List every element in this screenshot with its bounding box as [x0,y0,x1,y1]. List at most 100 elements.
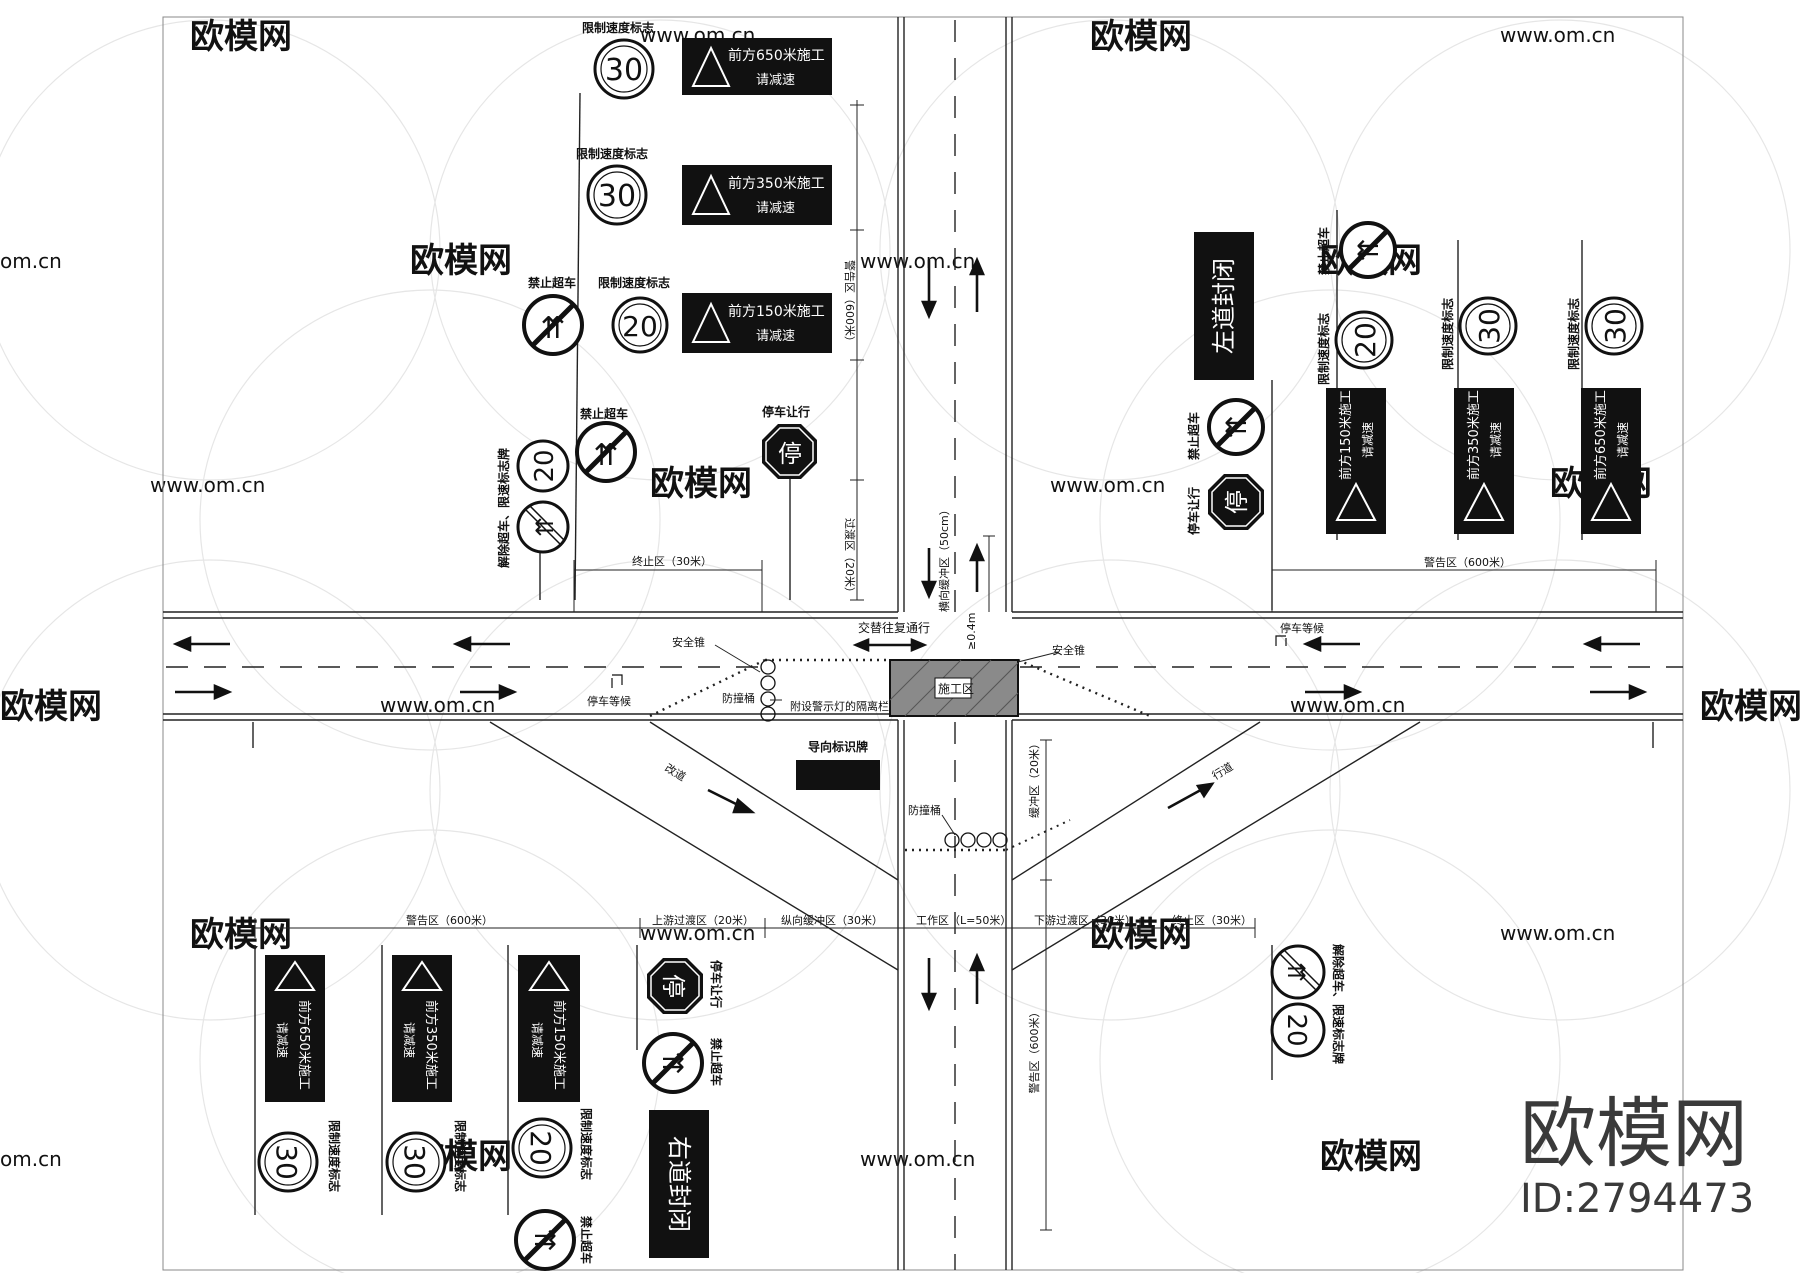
slow-down-text: 请减速 [402,1022,416,1058]
speed-limit-sign: 30 [385,1131,447,1193]
no-overtaking-sign: ⇈ [1339,221,1397,279]
construction-zone-label: 施工区 [938,682,974,696]
arrow-icon [172,636,230,652]
speed-limit-value: 30 [605,53,643,88]
speed-limit-value: 30 [398,1144,431,1180]
alternate-pass-label: 交替往复通行 [858,620,930,635]
arrow-icon [969,256,985,312]
no-overtaking-sign: ⇈ [575,421,637,483]
slow-down-text: 请减速 [756,73,795,88]
watermark-brand: 欧模网 [410,241,512,281]
construction-warning-board: 前方650米施工 请减速 [682,38,832,95]
brand-watermark: 欧模网 ID:2794473 [1520,1089,1754,1222]
warning-text: 前方650米施工 [728,47,825,64]
speed-limit-label: 限制速度标志 [1566,298,1581,370]
right-lane-closed-board: 右道封闭 [649,1110,709,1258]
speed-limit-value: 30 [1599,308,1632,344]
no-overtaking-sign: ⇈ [514,1209,576,1271]
road-lines [162,16,1684,1271]
barrier-barrels [760,659,1008,848]
construction-warning-board: 前方350米施工 请减速 [1454,388,1514,534]
end-zone-label: 终止区（30米） [1172,913,1252,927]
construction-warning-board: 前方350米施工 请减速 [682,165,832,225]
arrow-icon [1582,636,1640,652]
no-overtaking-sign: ⇈ [1207,398,1265,456]
end-no-overtaking-sign: ⇈ [1270,944,1326,1000]
no-overtaking-sign: ⇈ [642,1032,704,1094]
nw-sign-group: 限制速度标志 30 前方650米施工 请减速 限制速度标志 30 前方350米施… [496,20,832,568]
watermark-site-short: om.cn [0,1147,62,1171]
construction-warning-board: 前方150米施工 请减速 [1326,388,1386,534]
speed-limit-sign: 20 [1334,310,1394,370]
stop-sign-char: 停 [778,440,802,468]
stop-sign: 停 [1208,474,1264,530]
arrow-icon [460,684,518,700]
right-closed-text: 右道封闭 [665,1136,693,1232]
dimension-lines [254,100,1657,1231]
warning-text: 前方350米施工 [423,1000,439,1090]
stop-yield-label: 停车让行 [762,404,810,419]
watermark-brand: 欧模网 [1090,17,1192,57]
watermark-site: www.om.cn [1500,23,1615,47]
speed-limit-label: 限制速度标志 [579,1108,594,1180]
watermark-site: www.om.cn [860,249,975,273]
arrow-icon [452,636,510,652]
speed-limit-label: 限制速度标志 [453,1120,468,1192]
arrow-icon [921,548,937,600]
watermark-brand: 欧模网 [650,464,752,504]
speed-limit-value: 20 [1349,322,1382,358]
no-overtaking-sign: ⇈ [522,294,584,356]
stop-sign: 停 [762,424,817,479]
speed-limit-sign: 30 [593,38,655,100]
warning-zone-label: 警告区（600米） [1424,555,1511,569]
end-zone-label: 终止区（30米） [632,554,712,568]
speed-limit-value: 20 [524,1130,557,1166]
lateral-buffer-label: 横向缓冲区（50cm） [937,504,951,612]
slow-down-text: 请减速 [275,1022,289,1058]
no-overtaking-label: 禁止超车 [709,1038,724,1086]
no-overtaking-label: 禁止超车 [528,275,576,290]
arrow-icon [969,542,985,592]
speed-limit-value: 30 [1473,308,1506,344]
slow-down-text: 请减速 [1616,422,1630,458]
slow-down-text: 请减速 [530,1022,544,1058]
barrier-label: 防撞桶 [908,803,941,817]
watermark-brand: 欧模网 [1090,915,1192,955]
slow-down-text: 请减速 [1361,422,1375,458]
warning-text: 前方150米施工 [728,303,825,320]
watermark-site: www.om.cn [640,921,755,945]
left-closed-text: 左道封闭 [1210,258,1238,354]
arrow-icon [1302,636,1360,652]
no-overtaking-label: 禁止超车 [1186,412,1201,460]
speed-limit-label: 限制速度标志 [582,20,654,35]
safety-cone-label: 安全锥 [1052,643,1085,657]
speed-limit-value: 30 [270,1144,303,1180]
speed-limit-sign: 20 [1270,1002,1326,1058]
watermark-brand: 欧模网 [190,17,292,57]
downstream-transition-label: 下游过渡区（30米） [1034,913,1136,927]
buffer-zone-label: 缓冲区（20米） [1027,738,1041,818]
arrow-icon [1305,684,1363,700]
construction-warning-board: 前方650米施工 请减速 [1581,388,1641,534]
speed-limit-value: 20 [1281,1013,1311,1046]
speed-limit-label: 限制速度标志 [598,275,670,290]
watermark-site: www.om.cn [860,1147,975,1171]
stop-wait-label: 停车等候 [587,694,631,708]
stop-yield-label: 停车让行 [709,960,724,1008]
speed-limit-sign: 30 [1584,296,1644,356]
watermark-layer: 欧模网 欧模网 欧模网 欧模网 欧模网 欧模网 欧模网 欧模网 欧模网 欧模网 … [0,17,1800,1273]
arrow-icon [1590,684,1648,700]
slow-down-text: 请减速 [756,201,795,216]
brand-text: 欧模网 [1520,1089,1748,1178]
warning-light-label: 附设警示灯的隔离栏 [790,699,889,713]
construction-block: 施工区 [889,659,1019,717]
speed-limit-sign: 30 [1458,296,1518,356]
guide-sign: 导向标识牌 [796,739,880,790]
speed-limit-value: 20 [622,310,658,343]
left-lane-closed-board: 左道封闭 [1194,232,1254,380]
guide-sign-label: 导向标识牌 [808,739,868,754]
watermark-brand: 欧模网 [1320,1137,1422,1177]
slow-down-text: 请减速 [756,329,795,344]
speed-limit-label: 限制速度标志 [1440,298,1455,370]
